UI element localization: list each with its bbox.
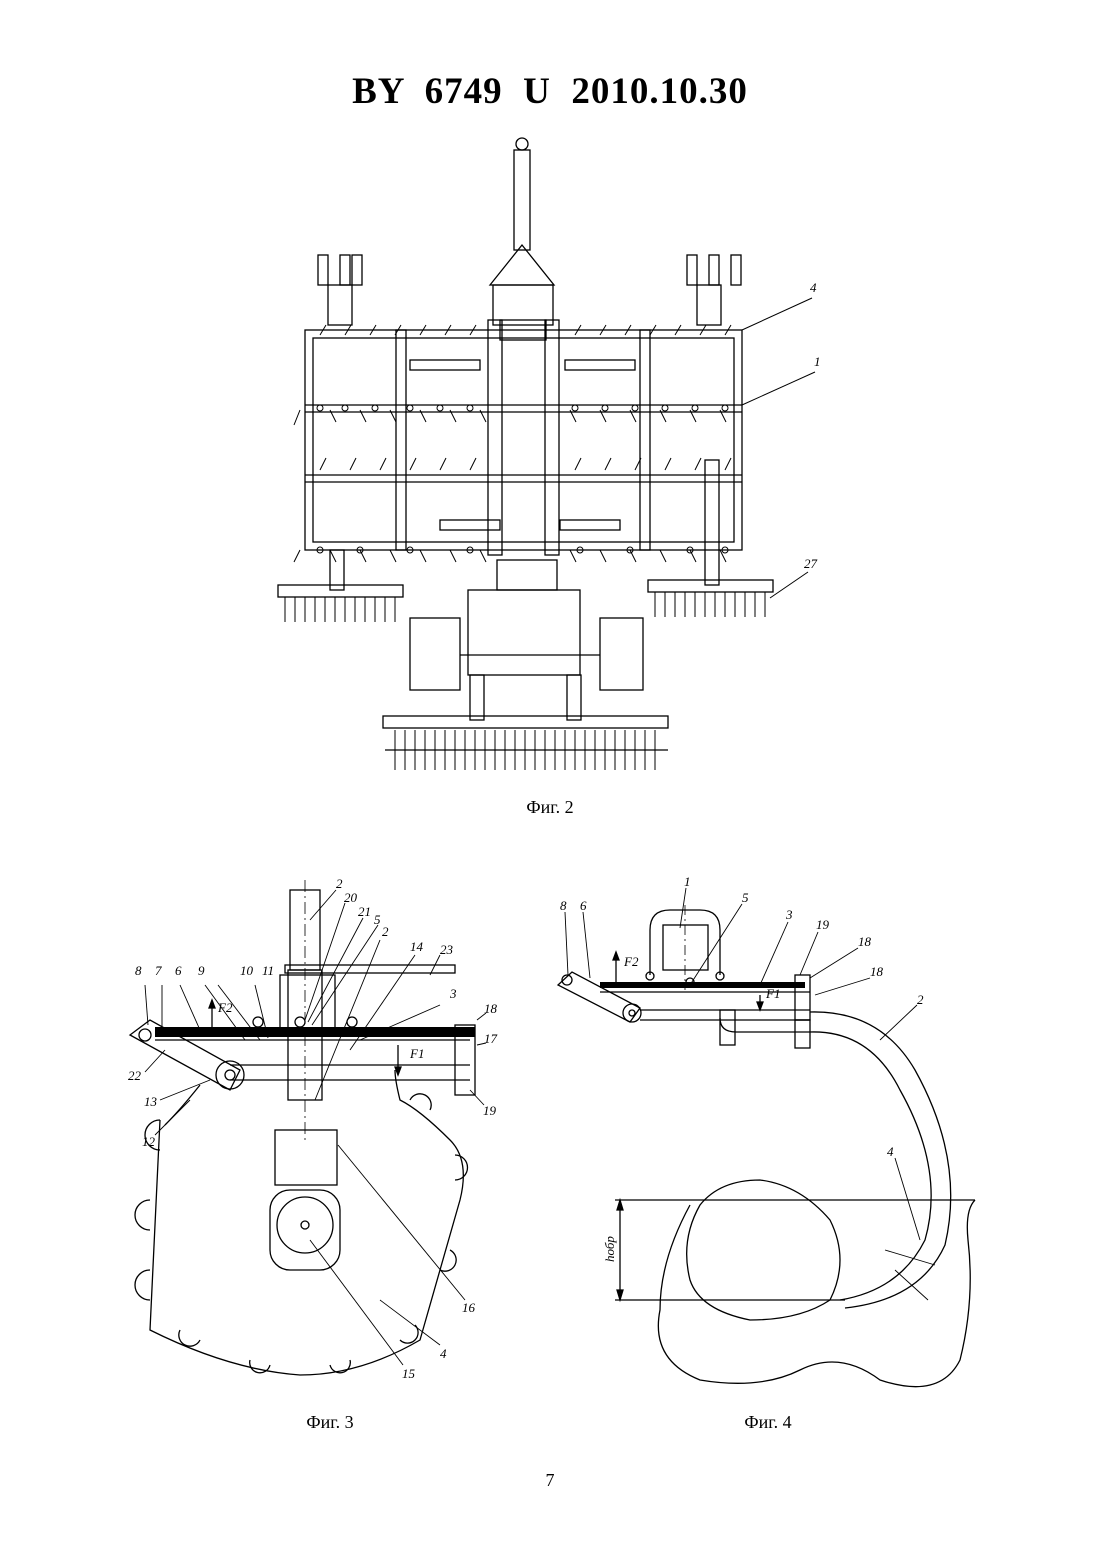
figure-4-drawing [558,888,975,1387]
fig3-force-f2: F2 [217,1000,233,1015]
fig4-label-3: 3 [785,907,793,922]
fig3-label-8: 8 [135,963,142,978]
fig4-label-18-top: 18 [858,934,872,949]
fig3-label-11: 11 [262,963,274,978]
figure-4-labels: 1 5 3 19 18 18 2 8 6 4 F2 F1 hобр [560,874,924,1262]
fig4-force-f2: F2 [623,954,639,969]
fig3-label-17: 17 [484,1031,498,1046]
fig3-label-2: 2 [382,924,389,939]
fig3-label-3: 3 [449,986,457,1001]
fig3-label-14: 14 [410,939,424,954]
figure-3-drawing [130,880,486,1375]
fig3-label-15: 15 [402,1366,416,1381]
bolts [317,405,728,553]
fig3-force-f1: F1 [409,1046,424,1061]
fig3-label-10: 10 [240,963,254,978]
fig3-label-18: 18 [484,1001,498,1016]
fig2-label-1: 1 [814,354,821,369]
fig4-label-5: 5 [742,890,749,905]
fig2-label-4: 4 [810,280,817,295]
fig3-label-12: 12 [142,1134,156,1149]
figure-2-caption: Фиг. 2 [470,797,630,818]
fig3-label-5: 5 [374,912,381,927]
fig4-label-4: 4 [887,1144,894,1159]
fig4-force-f1: F1 [765,986,780,1001]
fig4-label-6: 6 [580,898,587,913]
fig4-label-19: 19 [816,917,830,932]
fig3-label-7: 7 [155,963,162,978]
tine-row-1 [294,325,731,562]
fig4-label-18: 18 [870,964,884,979]
figure-3-labels: 2 20 21 5 2 14 23 8 7 6 9 10 11 3 18 17 … [128,876,498,1381]
page-number: 7 [0,1470,1100,1491]
fig3-label-6: 6 [175,963,182,978]
fig4-label-8: 8 [560,898,567,913]
figure-2-drawing [278,138,815,770]
fig3-label-16: 16 [462,1300,476,1315]
fig4-label-2: 2 [917,992,924,1007]
fig3-label-23: 23 [440,942,454,957]
figure-3-caption: Фиг. 3 [250,1412,410,1433]
fig2-label-27: 27 [804,556,818,571]
fig3-label-19: 19 [483,1103,497,1118]
fig3-label-22: 22 [128,1068,142,1083]
fig3-label-2-top: 2 [336,876,343,891]
fig3-label-13: 13 [144,1094,158,1109]
figure-2-labels: 4 1 27 [804,280,821,571]
fig4-label-1: 1 [684,874,691,889]
fig4-depth-label: hобр [602,1236,617,1262]
fig3-label-20: 20 [344,890,358,905]
fig3-label-9: 9 [198,963,205,978]
figure-4-caption: Фиг. 4 [688,1412,848,1433]
fig3-label-21: 21 [358,904,371,919]
fig3-label-4: 4 [440,1346,447,1361]
